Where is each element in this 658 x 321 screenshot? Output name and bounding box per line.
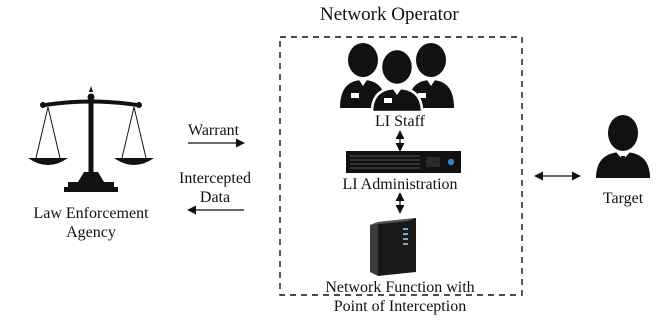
- intercepted-label-line2: Data: [199, 189, 231, 206]
- network-operator-title: Network Operator: [320, 4, 459, 25]
- server-rack-icon: [346, 151, 461, 173]
- scales-of-justice-icon: [28, 86, 154, 192]
- intercepted-label-line1: Intercepted: [179, 170, 251, 187]
- network-function-line1: Network Function with: [325, 279, 475, 296]
- li-administration-label: LI Administration: [342, 176, 458, 193]
- tower-server-icon: [370, 218, 416, 276]
- intercepted-data-label: Intercepted Data: [170, 169, 260, 207]
- network-operator-boundary: [279, 36, 523, 296]
- target-person-icon: [596, 115, 650, 178]
- agency-label-line1: Law Enforcement: [33, 205, 149, 222]
- agency-label-line2: Agency: [66, 224, 116, 241]
- li-staff-label: LI Staff: [375, 113, 425, 130]
- agency-label: Law Enforcement Agency: [10, 204, 172, 242]
- warrant-label: Warrant: [188, 122, 240, 139]
- target-label: Target: [602, 190, 644, 207]
- network-function-label: Network Function with Point of Intercept…: [300, 278, 500, 316]
- network-function-line2: Point of Interception: [333, 298, 467, 315]
- staff-group-icon: [340, 43, 454, 114]
